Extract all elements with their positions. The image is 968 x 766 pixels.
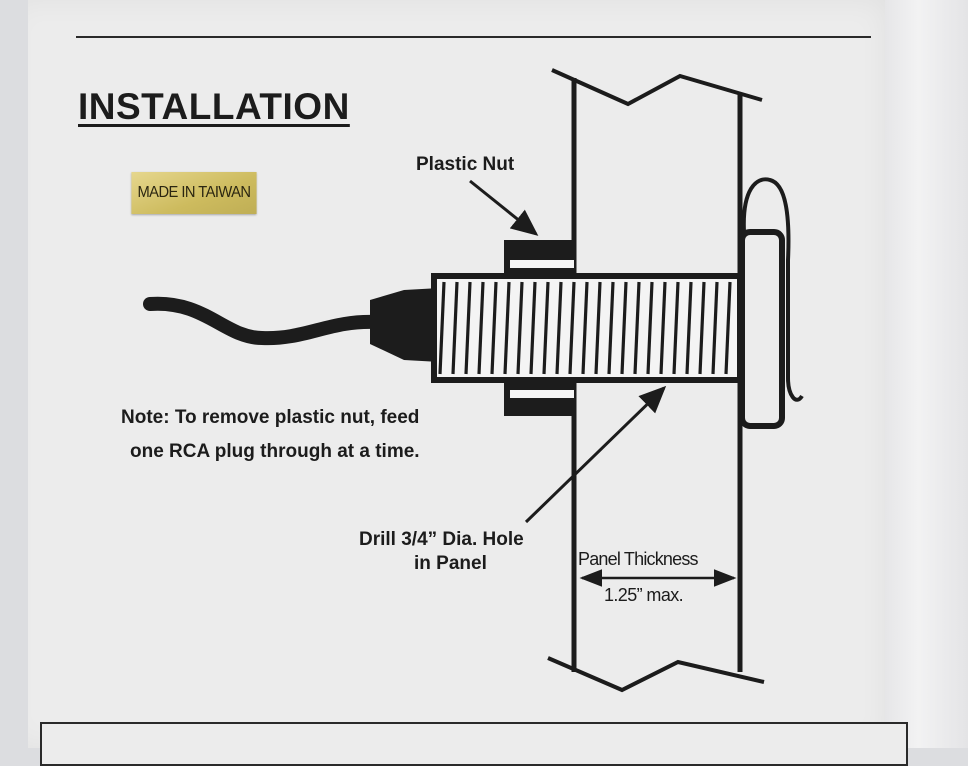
drill-hole-label-line-1: Drill 3/4” Dia. Hole [359,529,524,550]
cable [143,296,383,346]
note-line-2: one RCA plug through at a time. [130,441,420,462]
plug-strain-relief [370,288,440,362]
max-thickness-label: 1.25” max. [604,585,684,605]
panel-top-break [551,68,763,107]
drill-hole-label-line-2: in Panel [414,553,487,574]
panel-thickness-label: Panel Thickness [578,549,699,569]
top-divider [76,36,871,38]
section-title: INSTALLATION [78,86,350,127]
note-line-1: Note: To remove plastic nut, feed [121,407,420,428]
drill-hole-arrow [524,385,667,524]
plastic-nut [504,240,576,416]
plastic-nut-top [504,240,576,276]
installation-diagram [143,68,804,693]
background-edge [885,0,968,748]
thread-lines [438,281,732,375]
made-in-taiwan-sticker: MADE IN TAIWAN [131,172,257,214]
threaded-jack [431,273,743,383]
plastic-nut-label: Plastic Nut [416,154,515,175]
panel-bottom-break [547,656,765,693]
front-flange [739,177,804,429]
plastic-nut-arrow [469,179,539,236]
bottom-section-box [40,722,908,766]
